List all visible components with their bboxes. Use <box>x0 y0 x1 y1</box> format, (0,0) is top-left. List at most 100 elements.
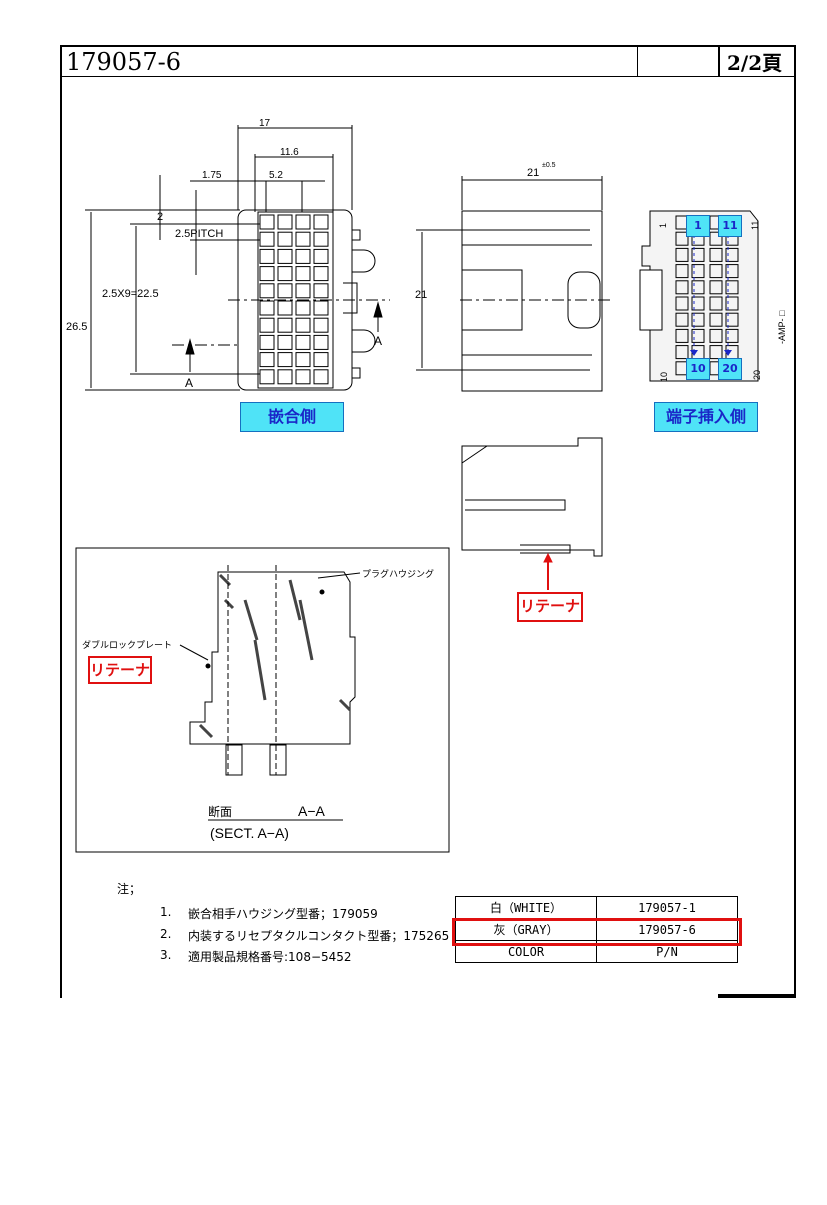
drawing-canvas: 17 11.6 1.75 5.2 2 2.5PITCH 2.5X9=22.5 2… <box>66 118 787 853</box>
cavity <box>675 280 689 295</box>
cavity-number-1: 1 <box>686 215 710 237</box>
cavity <box>725 247 739 262</box>
cavity <box>675 264 689 279</box>
frame-left <box>60 45 62 998</box>
cavity <box>709 296 723 311</box>
cavity <box>709 280 723 295</box>
cavity <box>313 248 329 264</box>
section-title-en: (SECT. A−A) <box>210 825 289 841</box>
cavity <box>709 345 723 360</box>
header-cell-divider <box>637 45 638 77</box>
cavity <box>259 300 275 316</box>
section-box <box>75 547 450 853</box>
notes-heading: 注； <box>117 882 142 896</box>
cavity <box>709 312 723 327</box>
section-title-jp: 断面 <box>208 804 232 819</box>
cavity <box>725 280 739 295</box>
cavity <box>259 369 275 385</box>
note-number: 3. <box>160 948 172 962</box>
dim-21-height: 21 <box>415 289 427 301</box>
cavity <box>675 247 689 262</box>
color-cell: 白（WHITE） <box>455 896 597 919</box>
cavity <box>259 214 275 230</box>
frame-right <box>794 45 796 998</box>
cavity <box>259 283 275 299</box>
pn-cell: 179057-1 <box>596 896 738 919</box>
note-number: 1. <box>160 905 172 919</box>
edge-label-1: 1 <box>658 223 668 228</box>
cavity <box>295 248 311 264</box>
cavity <box>313 334 329 350</box>
callout-plug-housing: プラグハウジング <box>362 568 434 579</box>
edge-label-10: 10 <box>659 372 669 382</box>
cavity <box>295 266 311 282</box>
cavity <box>295 369 311 385</box>
cavity <box>295 317 311 333</box>
cavity-number-20: 20 <box>718 358 742 380</box>
highlight-box <box>452 918 742 946</box>
cavity <box>277 231 293 247</box>
cavity <box>709 328 723 343</box>
note-text: 内装するリセプタクルコンタクト型番；175265 <box>188 929 450 943</box>
dim-11-6: 11.6 <box>280 147 299 158</box>
cavity <box>725 264 739 279</box>
cavity <box>313 214 329 230</box>
cavity <box>675 345 689 360</box>
bottom-view <box>461 437 603 590</box>
table-row: 灰（GRAY）179057-6 <box>455 918 738 941</box>
cavity <box>295 214 311 230</box>
frame-end-bar <box>718 994 796 998</box>
cavity <box>691 328 705 343</box>
cavity <box>675 231 689 246</box>
edge-label-11: 11 <box>750 221 760 230</box>
cavity <box>675 296 689 311</box>
cavity <box>277 317 293 333</box>
cavity <box>277 334 293 350</box>
note-text: 嵌合相手ハウジング型番；179059 <box>188 907 378 921</box>
callout-double-lock-plate: ダブルロックプレート <box>82 639 172 650</box>
cavity-number-11: 11 <box>718 215 742 237</box>
cavity-number-10: 10 <box>686 358 710 380</box>
note-number: 2. <box>160 927 172 941</box>
cavity <box>675 328 689 343</box>
cavity <box>313 369 329 385</box>
page-number: 2/2頁 <box>727 51 783 75</box>
section-drawing: プラグハウジング ダブルロックプレート 断面 A−A (SECT. A−A) <box>82 565 434 841</box>
mating-side-label: 嵌合側 <box>240 402 344 432</box>
cavity <box>691 280 705 295</box>
amp-mark: -AMP- □ <box>777 310 787 344</box>
cavity <box>691 296 705 311</box>
terminal-insertion-side-label: 端子挿入側 <box>654 402 758 432</box>
cavity <box>277 300 293 316</box>
pn-cell: 179057-6 <box>596 918 738 941</box>
note-text: 適用製品規格番号:108−5452 <box>188 950 352 964</box>
cavity <box>295 300 311 316</box>
edge-label-20: 20 <box>752 370 762 380</box>
cavity <box>709 264 723 279</box>
cavity <box>725 328 739 343</box>
cavity <box>691 247 705 262</box>
cavity <box>295 352 311 368</box>
dim-tolerance: ±0.5 <box>542 162 556 169</box>
cavity <box>295 334 311 350</box>
dim-5-2: 5.2 <box>269 170 283 181</box>
cavity <box>675 312 689 327</box>
dim-pitch: 2.5PITCH <box>175 228 223 240</box>
cavity <box>277 266 293 282</box>
cavity <box>313 300 329 316</box>
retainer-label: リテーナ <box>517 592 583 622</box>
cavity <box>259 266 275 282</box>
cavity <box>313 283 329 299</box>
section-mark-a: A <box>374 334 382 348</box>
cavity <box>313 231 329 247</box>
cavity <box>725 312 739 327</box>
dim-1-75: 1.75 <box>202 170 222 181</box>
section-retainer-label: リテーナ <box>88 656 152 684</box>
cavity <box>277 248 293 264</box>
header-divider <box>60 76 796 77</box>
dim-17: 17 <box>259 118 271 129</box>
cavity <box>313 317 329 333</box>
cavity <box>295 283 311 299</box>
table-row: 白（WHITE）179057-1 <box>455 896 738 919</box>
cavity <box>709 231 723 246</box>
